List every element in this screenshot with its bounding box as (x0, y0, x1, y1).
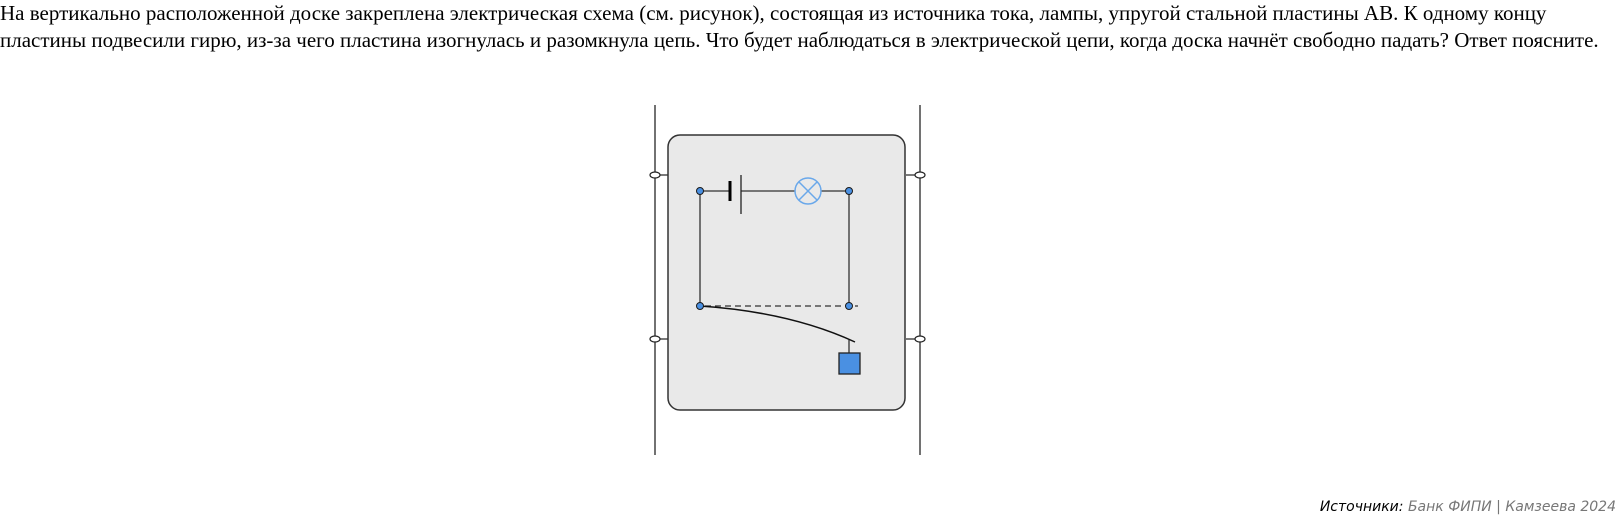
mount-clips (649, 171, 926, 343)
circuit-nodes (696, 187, 853, 310)
sources-label: Источники: (1319, 499, 1404, 515)
steel-plate (699, 305, 856, 343)
sources-value: Банк ФИПИ | Камзеева 2024 (1407, 499, 1616, 515)
sources-line: Источники: Банк ФИПИ | Камзеева 2024 (1320, 498, 1616, 516)
board (667, 134, 906, 411)
question-text: На вертикально расположенной доске закре… (0, 1, 1599, 52)
weight (838, 352, 861, 375)
battery-icon (728, 175, 742, 214)
support-poles (654, 105, 921, 455)
circuit-wires (699, 190, 850, 306)
circuit-figure (640, 100, 940, 470)
lamp-icon (794, 177, 822, 205)
